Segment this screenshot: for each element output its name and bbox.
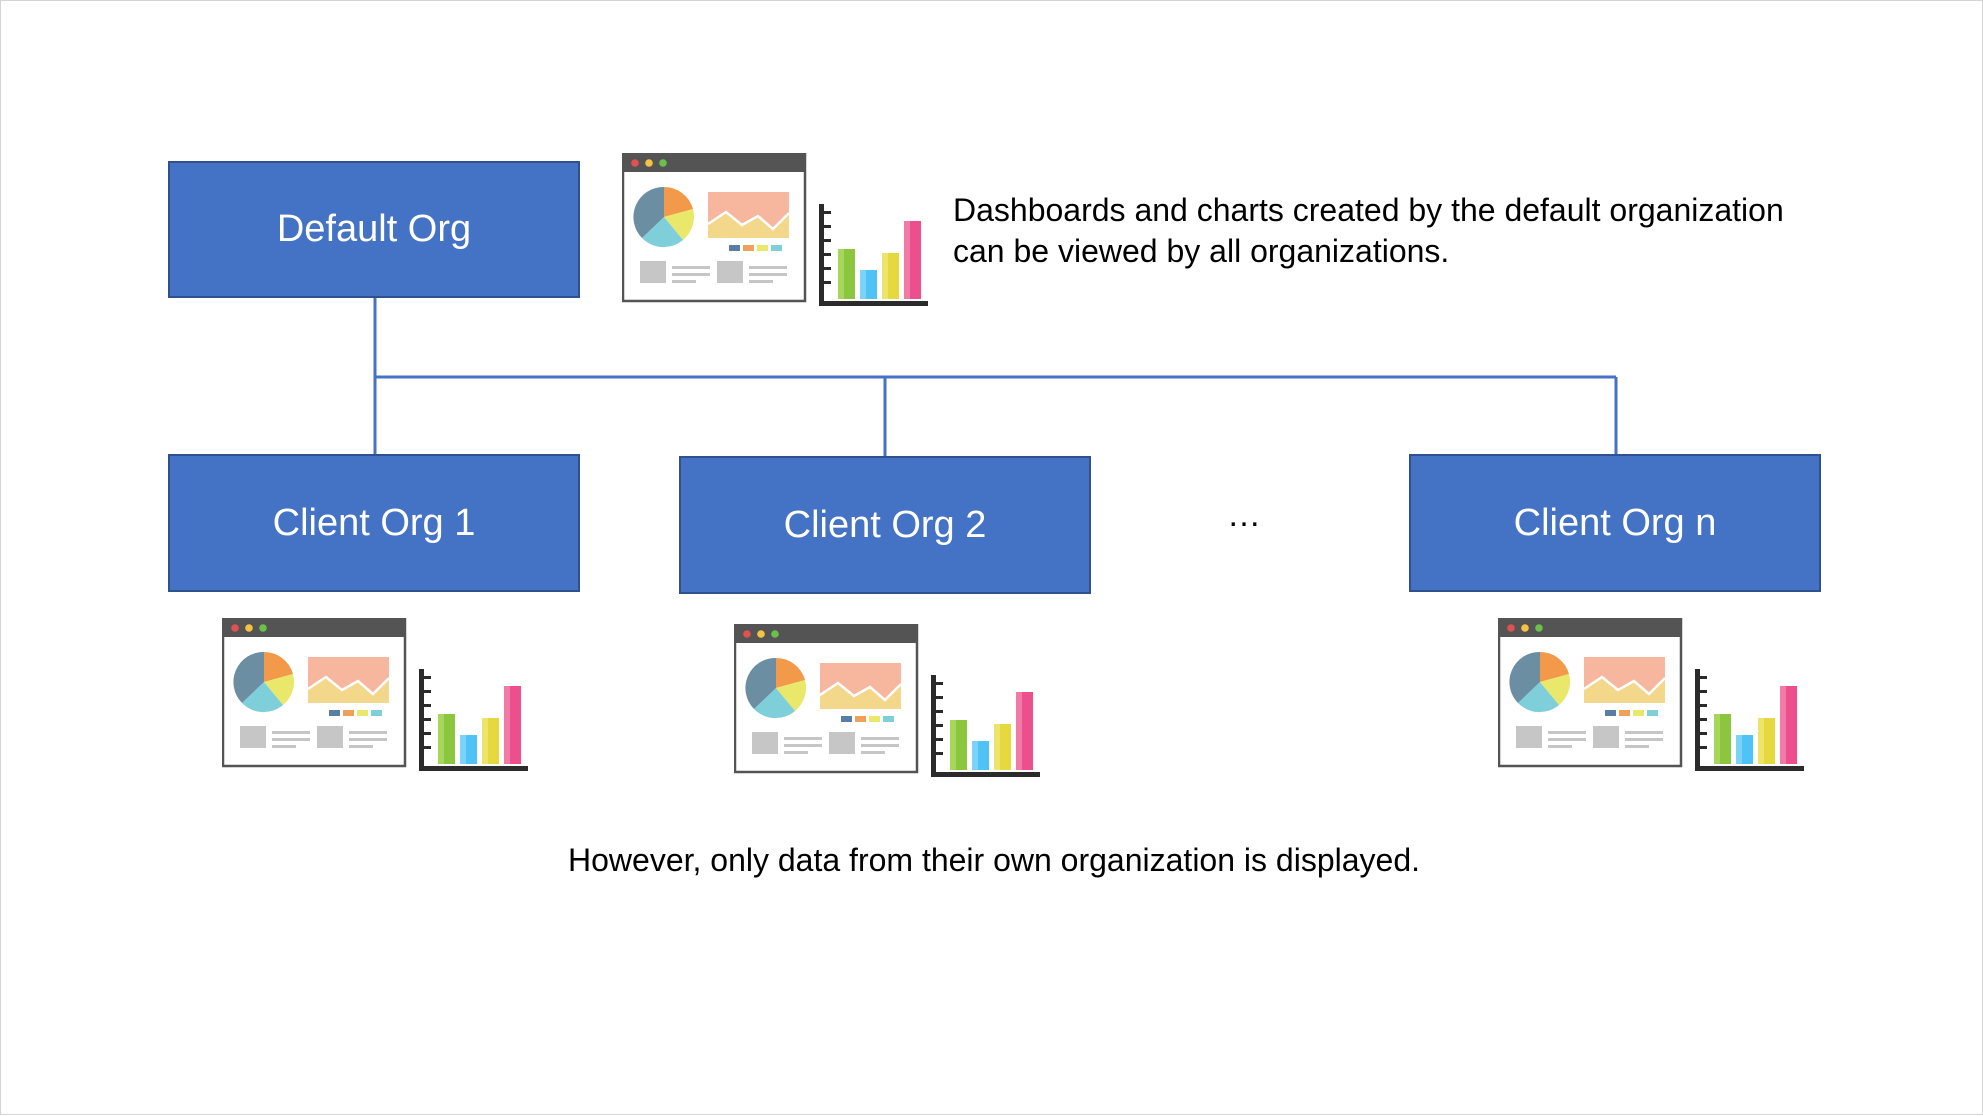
top-caption-line-1: Dashboards and charts created by the def…	[953, 192, 1784, 228]
client-org-n-label: Client Org n	[1513, 501, 1717, 544]
top-caption: Dashboards and charts created by the def…	[953, 190, 1784, 272]
bottom-caption: However, only data from their own organi…	[568, 842, 1420, 878]
client-org-2-label: Client Org 2	[783, 503, 987, 546]
more-orgs-ellipsis: …	[1227, 496, 1264, 534]
client-org-1-box: Client Org 1	[168, 454, 580, 592]
dashboard-chart-icon	[222, 618, 530, 772]
dashboard-chart-icon	[734, 624, 1042, 778]
client-org-n-box: Client Org n	[1409, 454, 1821, 592]
client-org-2-box: Client Org 2	[679, 456, 1091, 594]
top-caption-line-2: can be viewed by all organizations.	[953, 233, 1450, 269]
client-org-1-label: Client Org 1	[272, 501, 476, 544]
default-org-label: Default Org	[276, 208, 472, 250]
dashboard-chart-icon	[622, 153, 930, 307]
default-org-box: Default Org	[168, 161, 580, 298]
dashboard-chart-icon	[1498, 618, 1806, 772]
